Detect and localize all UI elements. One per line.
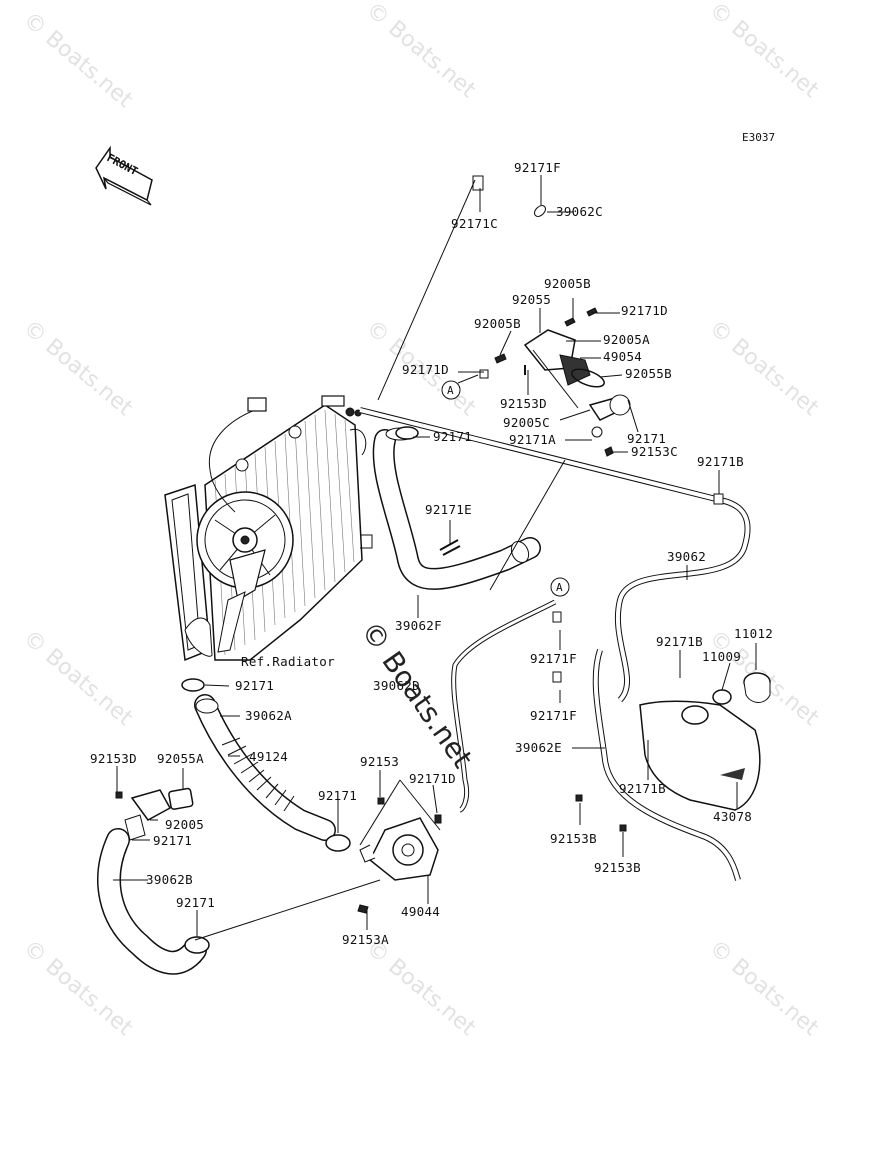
part-label: 39062A [245,708,292,723]
part-label: 92171F [514,160,561,175]
part-label: 39062 [667,549,706,564]
part-label: 92153D [90,751,137,766]
thermostat-housing [523,329,631,438]
part-label: 92171 [433,429,472,444]
part-label: 92171D [621,303,668,318]
part-label: 92055B [625,366,672,381]
part-label: 92171A [509,432,556,447]
part-label: 92055 [512,292,551,307]
part-label: 92005C [503,415,550,430]
part-label: 92005B [544,276,591,291]
part-label: 49124 [249,749,288,764]
part-label: 92171 [627,431,666,446]
part-label: 11009 [702,649,741,664]
reservoir-tank [639,672,771,811]
part-label: 92171 [318,788,357,803]
part-label: 92171B [697,454,744,469]
part-label: 92171F [530,708,577,723]
part-label: 92153D [500,396,547,411]
part-label: 92171B [619,781,666,796]
callout-a-label: A [556,581,563,594]
leader-lines [113,175,757,941]
watermark-text: © Boats.net [18,7,137,113]
watermark-text: © Boats.net [18,935,137,1041]
part-label: 92055A [157,751,204,766]
part-label: 92171 [235,678,274,693]
callout-a-lower: A [550,577,570,597]
part-label: 49044 [401,904,440,919]
watermark-text: © Boats.net [704,935,823,1041]
part-label: 49054 [603,349,642,364]
watermark-text: © Boats.net [361,0,480,103]
part-label: 92171 [176,895,215,910]
part-label: 92171C [451,216,498,231]
part-label: 11012 [734,626,773,641]
watermark-main: © Boats.net [354,615,479,774]
callout-a-upper: A [441,374,479,400]
part-label: 92005A [603,332,650,347]
ref-radiator-label: Ref.Radiator [241,654,335,669]
part-label: 92171D [409,771,456,786]
part-label: 92153 [360,754,399,769]
part-label: 39062E [515,740,562,755]
lower-housing [124,787,194,841]
watermark-text: © Boats.net [18,625,137,731]
part-label: 39062D [373,678,420,693]
part-label: 92005 [165,817,204,832]
watermark-text: © Boats.net [704,315,823,421]
part-labels: 92171F 92171C 39062C 92005B 92055 92171D… [90,160,773,947]
watermark-text: © Boats.net [361,935,480,1041]
part-label: 92171 [153,833,192,848]
part-label: 39062C [556,204,603,219]
watermark-layer: © Boats.net © Boats.net © Boats.net © Bo… [18,0,823,1041]
watermark-text: © Boats.net [704,0,823,103]
part-label: 92171B [656,634,703,649]
watermark-text: © Boats.net [18,315,137,421]
part-label: 92171D [402,362,449,377]
water-pump [359,817,439,881]
part-label: 39062B [146,872,193,887]
part-label: 92171F [530,651,577,666]
radiator-assembly [164,395,373,662]
part-label: 92171E [425,502,472,517]
part-label: 39062F [395,618,442,633]
front-arrow-icon: FRONT [95,145,153,206]
part-label: 92153B [550,831,597,846]
part-label: 92153B [594,860,641,875]
callout-a-label: A [447,384,454,397]
part-label: 43078 [713,809,752,824]
part-label: 92005B [474,316,521,331]
part-label: 92153C [631,444,678,459]
diagram-code: E3037 [742,131,775,144]
part-label: 92153A [342,932,389,947]
